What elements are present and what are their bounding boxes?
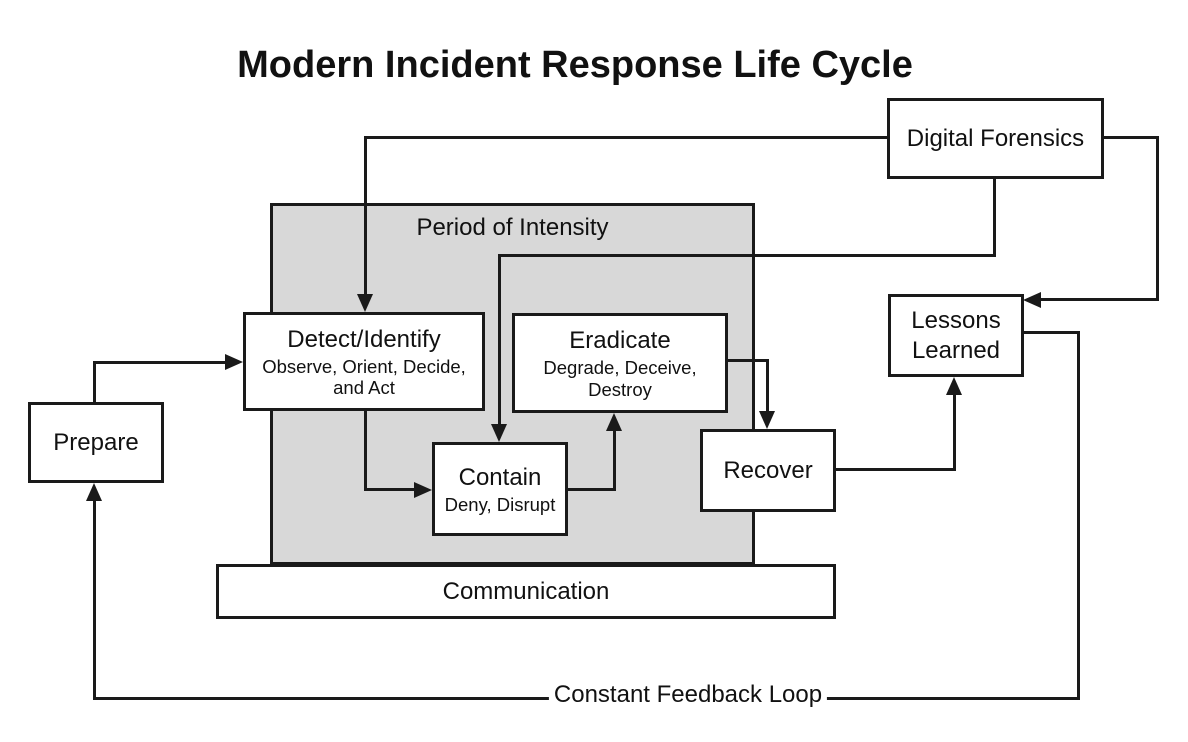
arrowhead-into-lessons-right: [1023, 292, 1041, 308]
node-digital-forensics: Digital Forensics: [887, 98, 1104, 179]
lessons-learned-label: Lessons Learned: [911, 306, 1001, 364]
connector-feedback-loop-seg2: [1077, 331, 1080, 700]
arrowhead-into-detect-left: [225, 354, 243, 370]
arrowhead-into-lessons-bottom: [946, 377, 962, 395]
eradicate-label: Eradicate: [569, 327, 671, 355]
connector-forensics-detect-seg1: [364, 136, 887, 139]
connector-recover-lessons-seg2: [953, 393, 956, 471]
node-recover: Recover: [700, 429, 836, 512]
connector-contain-eradicate-seg1: [567, 488, 616, 491]
period-of-intensity-label: Period of Intensity: [416, 214, 609, 241]
communication-label: Communication: [442, 577, 610, 605]
connector-forensics-contain-seg2: [498, 254, 996, 257]
connector-detect-contain-seg2: [364, 488, 416, 491]
connector-feedback-loop-seg4: [93, 498, 96, 700]
arrowhead-into-prepare-bottom: [86, 483, 102, 501]
arrowhead-into-contain-top: [491, 424, 507, 442]
connector-forensics-contain-seg1: [993, 179, 996, 257]
arrowhead-into-eradicate-bottom: [606, 413, 622, 431]
recover-label: Recover: [723, 456, 813, 484]
contain-sublabel: Deny, Disrupt: [444, 493, 556, 515]
node-communication-bar: Communication: [216, 564, 836, 619]
connector-detect-contain-seg1: [364, 411, 367, 491]
connector-forensics-lessons-seg3: [1040, 298, 1159, 301]
connector-forensics-detect-seg2: [364, 136, 367, 296]
contain-label: Contain: [458, 463, 542, 491]
connector-forensics-lessons-seg2: [1156, 136, 1159, 301]
detect-label: Detect/Identify: [287, 325, 441, 353]
arrowhead-into-contain-left: [414, 482, 432, 498]
connector-eradicate-recover-seg2: [766, 359, 769, 412]
connector-contain-eradicate-seg2: [613, 429, 616, 491]
connector-prepare-detect-seg2: [93, 361, 227, 364]
detect-sublabel: Observe, Orient, Decide, and Act: [262, 355, 466, 398]
constant-feedback-loop-label: Constant Feedback Loop: [548, 681, 828, 709]
node-prepare: Prepare: [28, 402, 164, 483]
arrowhead-into-detect-top: [357, 294, 373, 312]
digital-forensics-label: Digital Forensics: [906, 124, 1085, 152]
connector-feedback-loop-seg1: [1023, 331, 1080, 334]
prepare-label: Prepare: [53, 428, 139, 456]
node-eradicate: Eradicate Degrade, Deceive, Destroy: [512, 313, 728, 413]
connector-forensics-lessons-seg1: [1103, 136, 1159, 139]
connector-prepare-detect-seg1: [93, 361, 96, 405]
connector-forensics-contain-seg3: [498, 254, 501, 426]
node-detect-identify: Detect/Identify Observe, Orient, Decide,…: [243, 312, 485, 411]
diagram-title: Modern Incident Response Life Cycle: [237, 44, 913, 86]
connector-eradicate-recover-seg1: [727, 359, 769, 362]
node-lessons-learned: Lessons Learned: [888, 294, 1024, 377]
arrowhead-into-recover-top: [759, 411, 775, 429]
eradicate-sublabel: Degrade, Deceive, Destroy: [543, 357, 697, 400]
connector-recover-lessons-seg1: [835, 468, 956, 471]
node-contain: Contain Deny, Disrupt: [432, 442, 568, 536]
